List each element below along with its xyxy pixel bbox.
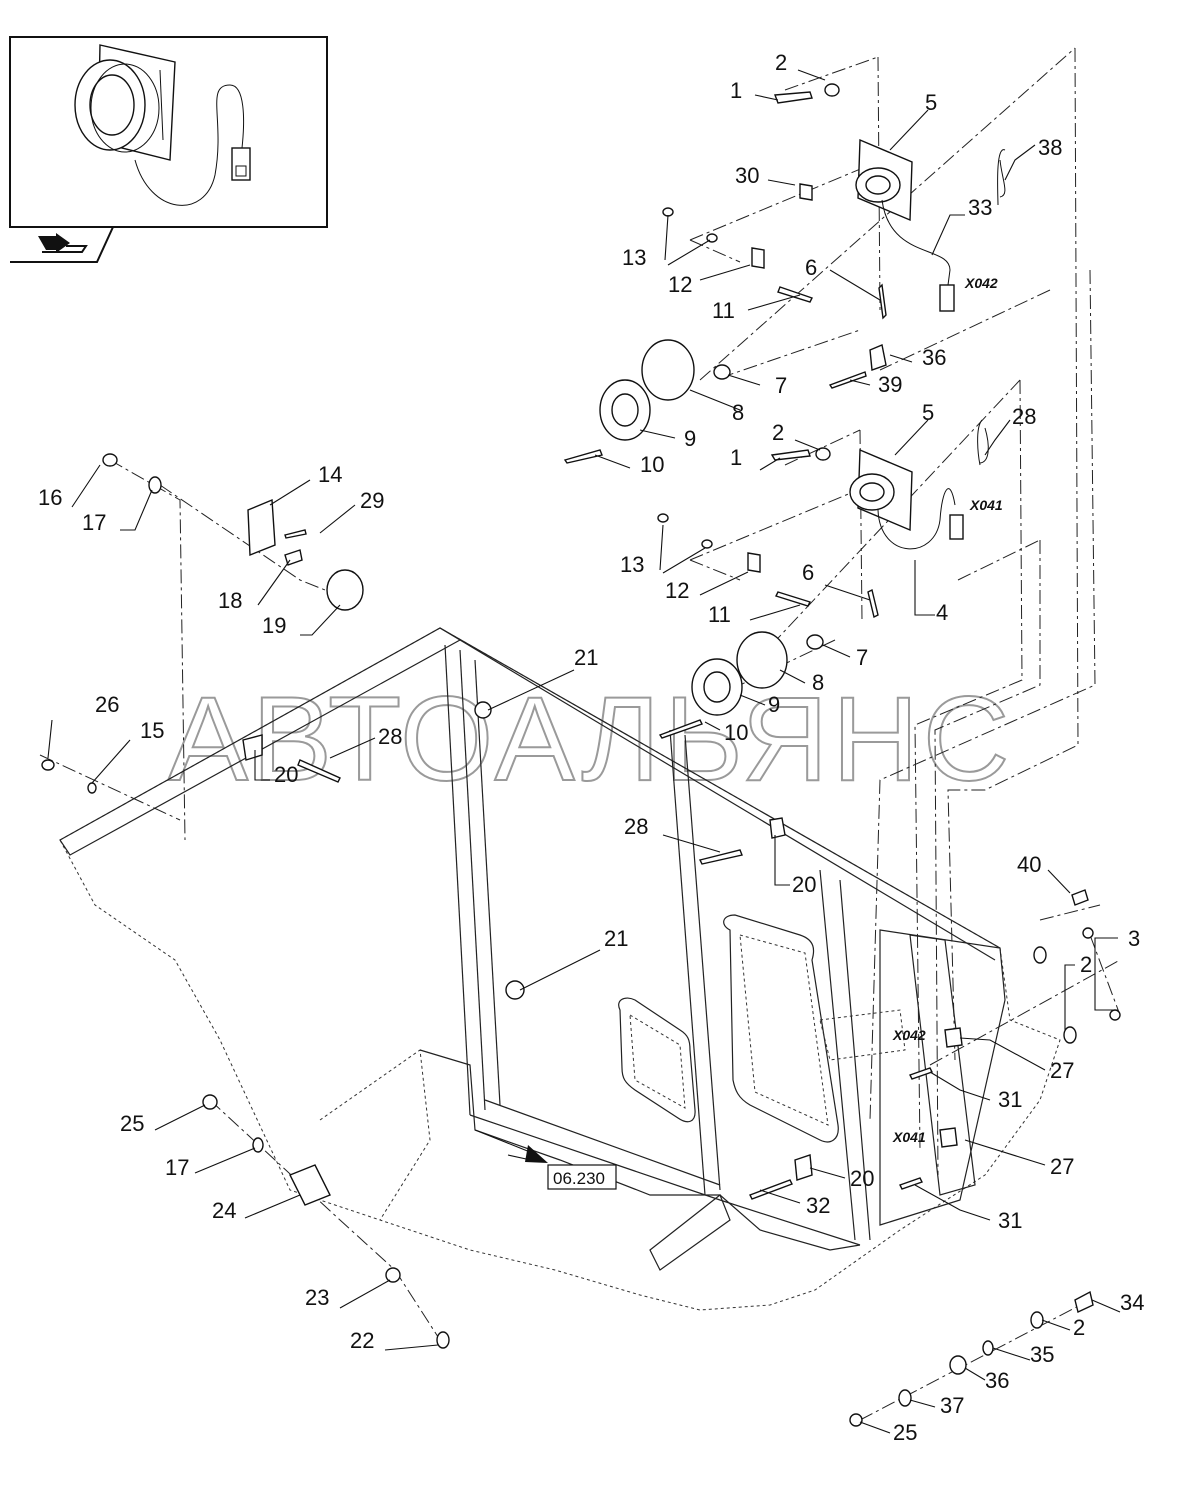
callout: 5 <box>922 400 934 425</box>
callout: 10 <box>724 720 748 745</box>
callout-labels: 1 2 5 30 38 33 13 12 11 6 36 39 7 8 9 10… <box>38 50 1144 1445</box>
callout: 2 <box>1073 1315 1085 1340</box>
callout: 6 <box>802 560 814 585</box>
callout: 30 <box>735 163 759 188</box>
callout: 5 <box>925 90 937 115</box>
callout: 7 <box>775 373 787 398</box>
callout: 15 <box>140 718 164 743</box>
dome-lamp-lower[interactable] <box>849 448 964 550</box>
callout: 32 <box>806 1193 830 1218</box>
callout: 22 <box>350 1328 374 1353</box>
inset-dome-lamp-illustration <box>74 44 251 206</box>
callout: 11 <box>708 602 731 627</box>
callout: 36 <box>922 345 946 370</box>
connector-x042-label: X042 <box>964 275 998 291</box>
callout: 17 <box>165 1155 189 1180</box>
inset-panel <box>9 36 328 263</box>
callout: 13 <box>620 552 644 577</box>
callout: 35 <box>1030 1342 1054 1367</box>
connector-labels: X042 X041 X042 X041 <box>892 275 1003 1145</box>
callout: 40 <box>1017 852 1041 877</box>
callout: 38 <box>1038 135 1062 160</box>
callout: 2 <box>775 50 787 75</box>
callout: 1 <box>730 78 742 103</box>
callout: 27 <box>1050 1154 1074 1179</box>
callout: 11 <box>712 298 735 323</box>
callout: 16 <box>38 485 62 510</box>
connector-x041-cab-label: X041 <box>892 1129 926 1145</box>
callout: 3 <box>1128 926 1140 951</box>
callout: 29 <box>360 488 384 513</box>
callout: 8 <box>732 400 744 425</box>
callout: 21 <box>604 926 628 951</box>
callout: 2 <box>1080 952 1092 977</box>
page-reference-label: 06.230 <box>553 1169 605 1188</box>
callout: 12 <box>668 272 692 297</box>
callout: 4 <box>936 600 948 625</box>
callout: 17 <box>82 510 106 535</box>
callout: 20 <box>850 1166 874 1191</box>
callout: 25 <box>120 1111 144 1136</box>
callout: 12 <box>665 578 689 603</box>
connector-x041-label: X041 <box>969 497 1003 513</box>
watermark-text: АВТОАЛЬЯНС <box>168 672 1013 806</box>
callout: 14 <box>318 462 342 487</box>
dome-lamp-upper[interactable] <box>855 138 955 312</box>
callout: 31 <box>998 1087 1022 1112</box>
callout: 28 <box>624 814 648 839</box>
callout: 39 <box>878 372 902 397</box>
previous-page-arrow-icon[interactable] <box>38 233 88 253</box>
connector-x042-cab-label: X042 <box>892 1027 926 1043</box>
callout: 20 <box>274 762 298 787</box>
callout: 25 <box>893 1420 917 1445</box>
callout: 28 <box>378 724 402 749</box>
page-reference[interactable]: 06.230 <box>474 1129 617 1190</box>
leader-lines <box>47 69 1121 1434</box>
callout: 26 <box>95 692 119 717</box>
callout: 7 <box>856 645 868 670</box>
callout: 33 <box>968 195 992 220</box>
callout: 21 <box>574 645 598 670</box>
callout: 2 <box>772 420 784 445</box>
callout: 8 <box>812 670 824 695</box>
callout: 34 <box>1120 1290 1144 1315</box>
callout: 28 <box>1012 404 1036 429</box>
callout: 18 <box>218 588 242 613</box>
callout: 27 <box>1050 1058 1074 1083</box>
callout: 20 <box>792 872 816 897</box>
callout: 24 <box>212 1198 236 1223</box>
callout: 37 <box>940 1393 964 1418</box>
callout: 9 <box>768 692 780 717</box>
callout: 9 <box>684 426 696 451</box>
callout: 13 <box>622 245 646 270</box>
callout: 1 <box>730 445 742 470</box>
cab-frame <box>59 627 1061 1311</box>
callout: 23 <box>305 1285 329 1310</box>
callout: 31 <box>998 1208 1022 1233</box>
callout: 19 <box>262 613 286 638</box>
callout: 6 <box>805 255 817 280</box>
callout: 10 <box>640 452 664 477</box>
callout: 36 <box>985 1368 1009 1393</box>
